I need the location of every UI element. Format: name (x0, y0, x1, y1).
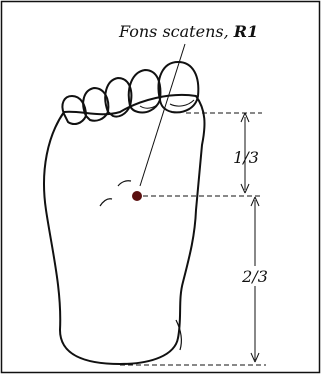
point-code: R1 (233, 22, 258, 41)
point-name: Fons scatens, (118, 22, 234, 41)
label-lower-fraction: 2/3 (241, 267, 268, 286)
point-title: Fons scatens, R1 (118, 22, 258, 41)
toe-big (159, 62, 199, 112)
toe-crease-big (170, 100, 194, 106)
foot-outline (44, 95, 204, 364)
acupoint-r1 (132, 191, 142, 201)
label-upper-fraction: 1/3 (233, 148, 259, 167)
sole-crease-lower (100, 199, 112, 206)
sole-crease-left (118, 181, 131, 186)
toe-third (105, 78, 131, 117)
leader-line (140, 44, 185, 186)
